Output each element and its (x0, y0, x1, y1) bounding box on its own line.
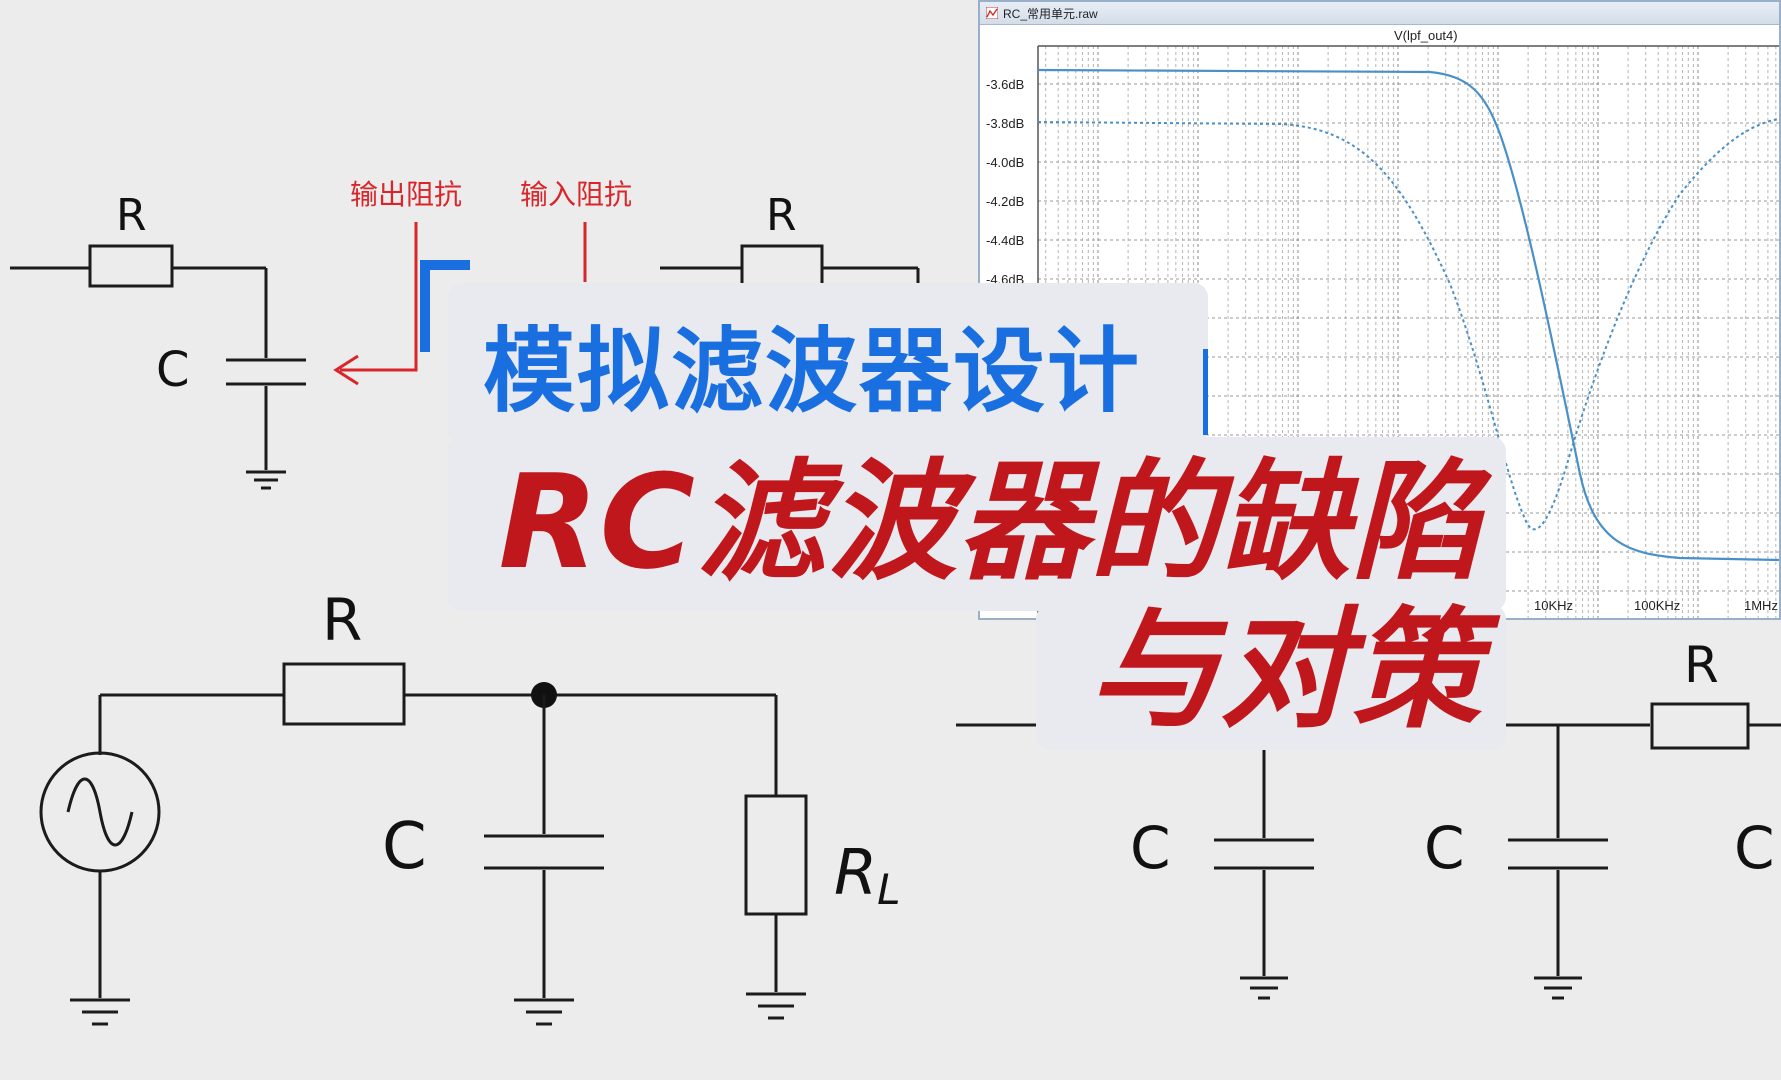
y-tick-2: -4.0dB (986, 155, 1024, 170)
y-tick-0: -3.6dB (986, 77, 1024, 92)
output-impedance-label: 输出阻抗 (350, 178, 462, 211)
y-tick-4: -4.4dB (986, 233, 1024, 248)
headline-line-2: 与对策 (1088, 594, 1482, 746)
x-tick-labels: 10KHz 100KHz 1MHz (1534, 598, 1778, 613)
headline-banner-2 (1036, 605, 1506, 750)
x-tick-2: 1MHz (1744, 598, 1778, 613)
resistor-symbol (1650, 702, 1750, 750)
next-stage-resistor-symbol (740, 244, 824, 288)
y-tick-labels: -3.6dB -3.8dB -4.0dB -4.2dB -4.4dB -4.6d… (986, 77, 1024, 287)
headline-line-1: RC滤波器的缺陷 (498, 446, 1482, 598)
corner-bracket-decoration (420, 260, 470, 352)
trace-label: V(lpf_out4) (1394, 28, 1458, 43)
capacitor-label-1: C (1130, 814, 1171, 882)
y-tick-3: -4.2dB (986, 194, 1024, 209)
load-resistor-symbol (744, 794, 808, 916)
load-resistor-label: RL (834, 836, 901, 914)
next-stage-resistor-label: R (766, 190, 797, 241)
output-impedance-arrow (340, 222, 418, 372)
input-impedance-label: 输入阻抗 (520, 178, 632, 211)
capacitor-label: C (156, 342, 190, 398)
resistor-label: R (116, 190, 147, 241)
sim-window-title: RC_常用单元.raw (1003, 6, 1098, 21)
resistor-symbol (282, 662, 406, 726)
accent-bar (1203, 349, 1208, 435)
resistor-label: R (1684, 636, 1719, 694)
topic-title: 模拟滤波器设计 (483, 317, 1142, 425)
response-trace-dotted (1037, 118, 1779, 531)
schematic-top-left: R C 输出阻抗 输入阻抗 R (10, 178, 920, 490)
x-tick-1: 100KHz (1634, 598, 1680, 613)
waveform-app-icon (986, 7, 998, 19)
capacitor-label: C (382, 810, 427, 884)
resistor-label: R (322, 586, 362, 654)
y-tick-1: -3.8dB (986, 116, 1024, 131)
sim-titlebar[interactable]: RC_常用单元.raw (980, 2, 1779, 25)
schematic-bottom-left: R C RL (39, 586, 901, 1026)
response-trace-solid (1037, 68, 1779, 562)
capacitor-label-2: C (1424, 814, 1465, 882)
resistor-symbol (88, 244, 174, 288)
x-tick-0: 10KHz (1534, 598, 1573, 613)
schematic-bottom-right: C C C R (956, 636, 1781, 1000)
topic-banner: 模拟滤波器设计 (448, 283, 1208, 443)
capacitor-label-3: C (1734, 814, 1775, 882)
headline-banner (448, 437, 1506, 611)
headline: RC滤波器的缺陷 与对策 (472, 448, 1482, 744)
